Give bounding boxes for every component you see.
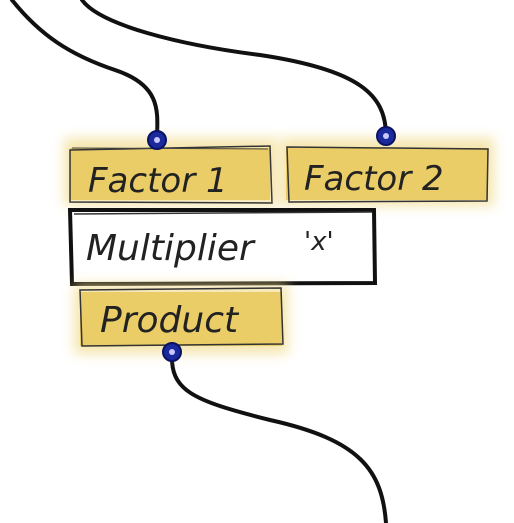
- input-port-factor-2[interactable]: Factor 2: [280, 138, 494, 206]
- input-wire-factor-2: [80, 0, 388, 136]
- output-wire-product: [169, 350, 388, 523]
- multiplier-node[interactable]: Multiplier 'x': [67, 208, 378, 287]
- output-label-product: Product: [100, 300, 240, 341]
- multiplier-title: Multiplier: [86, 228, 256, 269]
- output-port-product[interactable]: Product: [74, 284, 288, 354]
- input-wire-factor-1: [10, 0, 160, 138]
- input-label-factor-1: Factor 1: [88, 161, 228, 201]
- multiplier-symbol: 'x': [304, 227, 334, 257]
- input-label-factor-2: Factor 2: [304, 159, 444, 199]
- input-port-factor-1[interactable]: Factor 1: [64, 138, 278, 206]
